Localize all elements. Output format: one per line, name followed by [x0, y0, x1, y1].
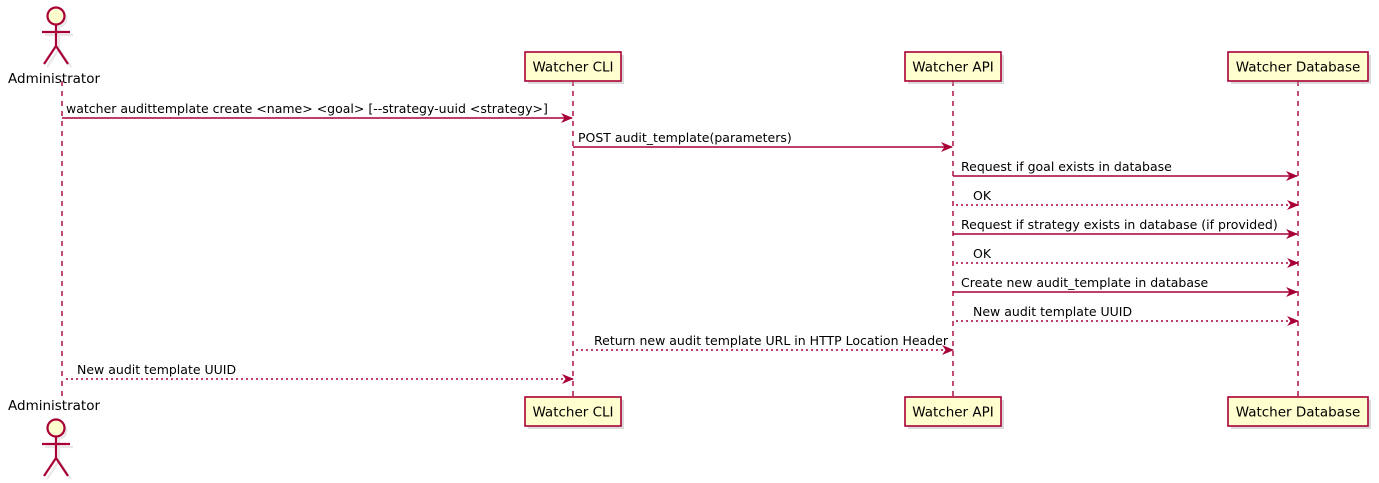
participant-boxes-group: Watcher CLI Watcher CLI Watcher API Watcher… — [524, 51, 1371, 429]
actor-label-bottom: Administrator — [8, 398, 100, 414]
participant-label-watcher-db: Watcher Database — [1236, 405, 1361, 421]
participant-label-watcher-cli: Watcher CLI — [532, 405, 613, 421]
actor-leg-right — [55, 457, 69, 477]
actor-leg-left — [43, 45, 57, 65]
participant-label-watcher-api: Watcher API — [912, 405, 994, 421]
message-1[interactable]: POST audit_template(parameters) — [573, 130, 953, 152]
message-label-0: watcher audittemplate create <name> <goa… — [66, 101, 548, 116]
message-label-5: OK — [973, 246, 992, 261]
actor-leg-left — [43, 457, 57, 477]
actor-head-icon — [46, 418, 66, 438]
message-label-3: OK — [973, 188, 992, 203]
message-label-1: POST audit_template(parameters) — [578, 130, 792, 145]
message-label-6: Create new audit_template in database — [961, 275, 1208, 290]
box-body — [1227, 396, 1369, 427]
participant-box-watcher-db-top[interactable]: Watcher Database — [1227, 51, 1371, 84]
participant-label-watcher-cli: Watcher CLI — [532, 60, 613, 76]
message-label-2: Request if goal exists in database — [961, 159, 1172, 174]
actor-bottom[interactable]: Administrator — [8, 398, 100, 480]
participant-label-watcher-api: Watcher API — [912, 60, 994, 76]
box-body — [524, 396, 622, 427]
message-8[interactable]: Return new audit template URL in HTTP Lo… — [574, 333, 954, 355]
message-label-9: New audit template UUID — [77, 362, 236, 377]
actor-label-top: Administrator — [8, 71, 100, 87]
message-label-7: New audit template UUID — [973, 304, 1132, 319]
box-body — [524, 51, 622, 82]
messages-group: watcher audittemplate create <name> <goa… — [62, 101, 1299, 384]
message-label-8: Return new audit template URL in HTTP Lo… — [594, 333, 949, 348]
message-4[interactable]: Request if strategy exists in database (… — [953, 217, 1298, 239]
participant-box-watcher-api-bottom[interactable]: Watcher API — [904, 396, 1004, 429]
message-7[interactable]: New audit template UUID — [954, 304, 1299, 326]
box-body — [1227, 51, 1369, 82]
message-6[interactable]: Create new audit_template in database — [953, 275, 1298, 297]
message-5[interactable]: OK — [954, 246, 1299, 268]
actor-top[interactable]: Administrator — [8, 6, 100, 88]
participant-box-watcher-cli-bottom[interactable]: Watcher CLI — [524, 396, 624, 429]
box-body — [904, 51, 1002, 82]
message-2[interactable]: Request if goal exists in database — [953, 159, 1298, 181]
actor-leg-right — [55, 45, 69, 65]
participant-box-watcher-db-bottom[interactable]: Watcher Database — [1227, 396, 1371, 429]
box-body — [904, 396, 1002, 427]
message-label-4: Request if strategy exists in database (… — [961, 217, 1278, 232]
participant-box-watcher-api-top[interactable]: Watcher API — [904, 51, 1004, 84]
message-0[interactable]: watcher audittemplate create <name> <goa… — [62, 101, 573, 123]
actor-head-icon — [46, 6, 66, 26]
message-9[interactable]: New audit template UUID — [63, 362, 574, 384]
participant-label-watcher-db: Watcher Database — [1236, 60, 1361, 76]
participant-box-watcher-cli-top[interactable]: Watcher CLI — [524, 51, 624, 84]
lifelines-group — [61, 81, 1299, 397]
message-3[interactable]: OK — [954, 188, 1299, 210]
